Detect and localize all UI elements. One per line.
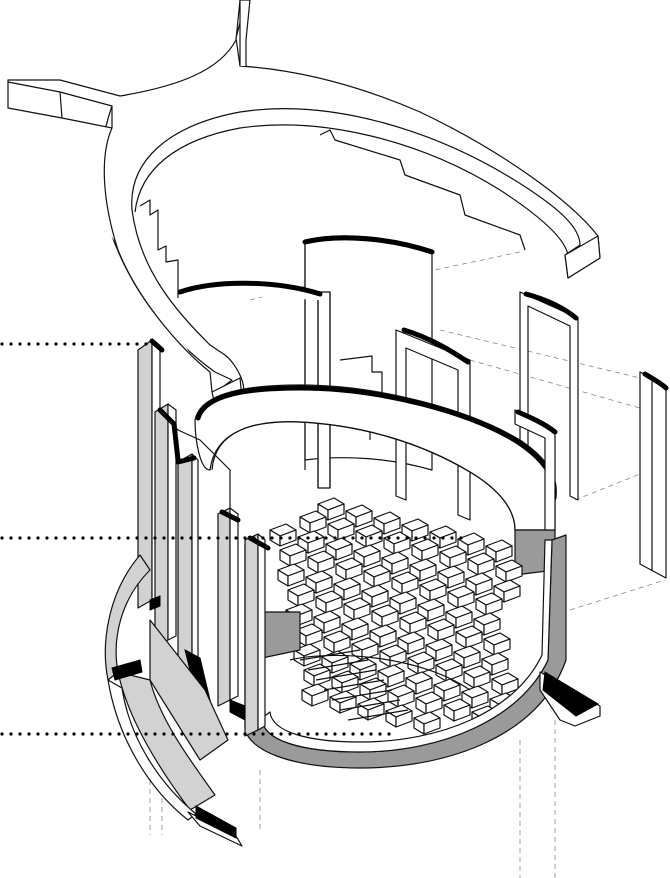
seat-block-side: [475, 578, 493, 596]
seat-block-side: [471, 691, 489, 709]
seat-block-side: [355, 510, 373, 528]
seat-block-side: [419, 564, 437, 582]
seat-block-side: [309, 516, 327, 534]
seat-block-side: [393, 537, 411, 555]
seat-block-side: [353, 603, 371, 621]
seat-block-side: [401, 577, 419, 595]
seat-block-side: [399, 597, 417, 615]
seat-block-side: [409, 617, 427, 635]
seat-block-side: [437, 624, 455, 642]
seat-block-side: [351, 623, 369, 641]
seat-block-side: [463, 651, 481, 669]
seat-block-side: [439, 531, 457, 549]
seat-block-side: [335, 543, 353, 561]
seat-block-side: [371, 590, 389, 608]
seat-block-side: [483, 618, 501, 636]
seat-block-side: [305, 629, 323, 647]
stair-tread: [331, 689, 393, 701]
seat-block-side: [415, 677, 433, 695]
seat-block-side: [287, 569, 305, 587]
seat-block-side: [443, 684, 461, 702]
seat-block-side: [323, 616, 341, 634]
seat-block-side: [345, 563, 363, 581]
seat-block-side: [503, 585, 521, 603]
seat-block-side: [359, 663, 377, 681]
seat-block-side: [363, 550, 381, 568]
seat-block-side: [445, 664, 463, 682]
seat-block-side: [325, 596, 343, 614]
seat-block-side: [447, 571, 465, 589]
seat-block-side: [381, 610, 399, 628]
seat-block-side: [465, 631, 483, 649]
seat-block-side: [427, 604, 445, 622]
seat-block-side: [457, 591, 475, 609]
seat-block-side: [491, 658, 509, 676]
seat-block-side: [387, 670, 405, 688]
seat-block-side: [337, 523, 355, 541]
seat-block-side: [389, 650, 407, 668]
seat-block-side: [297, 589, 315, 607]
seat-block-side: [455, 611, 473, 629]
seat-block-side: [341, 676, 359, 694]
stair-tread: [307, 659, 369, 671]
seat-block-side: [453, 704, 471, 722]
seat-block-side: [383, 517, 401, 535]
seat-block-side: [313, 669, 331, 687]
roof-ring: [7, 0, 601, 411]
seat-block-side: [467, 538, 485, 556]
seat-block-side: [311, 689, 329, 707]
stair-tread: [323, 679, 385, 691]
seat-block-side: [449, 551, 467, 569]
seat-block-side: [495, 545, 513, 563]
seat-block-side: [317, 556, 335, 574]
stair-tread: [347, 709, 409, 721]
seat-block-side: [307, 536, 325, 554]
lower-shell: [244, 534, 567, 769]
right-wall-panel: [639, 371, 669, 579]
seat-block-side: [477, 558, 495, 576]
level-indicator-lines: [0, 342, 472, 736]
seat-block-side: [343, 583, 361, 601]
seat-block-side: [373, 570, 391, 588]
seat-block-side: [327, 503, 345, 521]
seat-block-side: [429, 584, 447, 602]
seat-block-side: [391, 557, 409, 575]
seat-block-side: [417, 657, 435, 675]
stair-tread: [315, 669, 377, 681]
seat-block-side: [505, 565, 523, 583]
stair-tread: [339, 699, 401, 711]
seat-block-side: [379, 630, 397, 648]
seat-block-side: [333, 636, 351, 654]
curved-plinth: [104, 554, 229, 821]
seat-block-side: [315, 576, 333, 594]
seat-block-side: [397, 690, 415, 708]
seat-block-side: [423, 717, 441, 735]
seat-block-side: [395, 710, 413, 728]
seat-block-side: [485, 598, 503, 616]
seat-block-side: [425, 697, 443, 715]
seat-block-side: [407, 637, 425, 655]
seat-block-side: [365, 530, 383, 548]
seat-block-side: [279, 529, 297, 547]
seat-block-side: [289, 549, 307, 567]
seat-block-side: [421, 544, 439, 562]
seat-block-side: [435, 644, 453, 662]
seat-block-side: [473, 671, 491, 689]
stepped-seating: [269, 497, 523, 735]
foundation-footings: [187, 671, 601, 847]
seat-block-side: [493, 638, 511, 656]
